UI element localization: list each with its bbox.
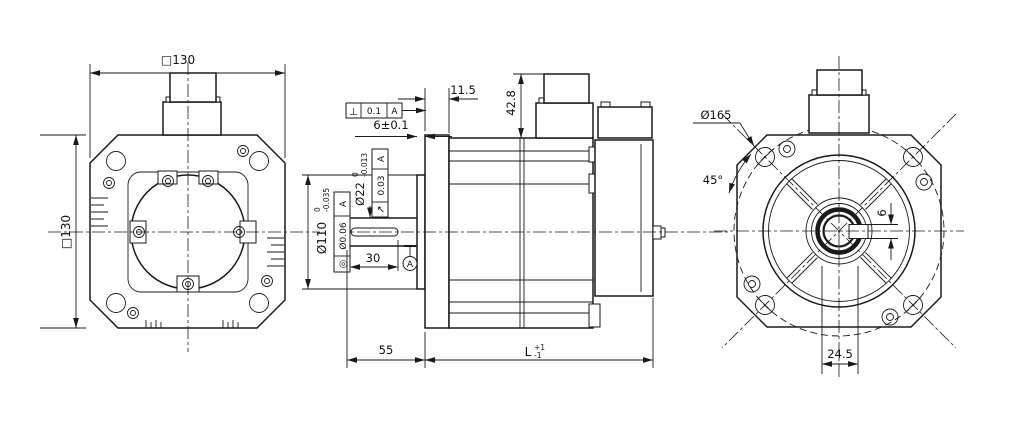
dim-connector-height: 42.8 (504, 90, 518, 116)
rear-shaft-stub-cap (660, 227, 666, 238)
dim-body-length: L (525, 345, 532, 359)
dim-front-height: □130 (59, 215, 73, 249)
datum-flag-a: A (402, 245, 418, 271)
side-flange (424, 134, 450, 329)
dim-mount-hole-angle: 45° (703, 173, 723, 187)
side-connector-encoder (597, 101, 653, 139)
body-lines (449, 150, 593, 314)
front-fins-right (267, 237, 284, 267)
front-connector (162, 72, 222, 136)
concentricity-tolerance: Ø0.06 (338, 222, 349, 249)
runout-symbol: ↗ (376, 205, 387, 213)
dim-key-length: 30 (366, 251, 381, 265)
encoder-housing (594, 139, 654, 297)
front-corner-hole (249, 293, 269, 313)
front-corner-hole (106, 293, 126, 313)
body-rear-tab (588, 303, 601, 328)
front-flange-outline (89, 134, 286, 329)
rear-view (714, 56, 964, 378)
rear-ribs (786, 178, 892, 284)
front-corner-hole (249, 151, 269, 171)
front-tab (198, 170, 219, 185)
perpendicularity-tolerance: 0.1 (367, 107, 381, 117)
side-dimensions: ⊥ 0.1 A 11.5 6±0.1 42.8 Ø110 0 -0.035 (302, 73, 654, 368)
side-connector-main (535, 73, 594, 139)
dim-shaft-extension: 55 (379, 343, 394, 357)
rear-dimensions: Ø165 45° 6 24.5 (693, 108, 898, 374)
dim-shaft-dia: Ø22 (353, 182, 367, 206)
side-view: A (335, 73, 728, 329)
dim-spigot-dia: Ø110 (315, 222, 329, 254)
dim-keyway-span: 24.5 (827, 347, 853, 361)
perpendicularity-symbol: ⊥ (349, 107, 358, 118)
front-fins-bottom (145, 320, 239, 328)
body-seam (519, 138, 525, 328)
front-view (48, 62, 320, 352)
front-tapped-holes (103, 145, 273, 319)
dim-flange-thickness: 11.5 (450, 83, 476, 97)
front-fins-left (91, 197, 108, 227)
front-dimensions: □130 □130 (40, 53, 286, 329)
rear-tapped-holes (743, 140, 933, 326)
datum-label: A (407, 260, 414, 270)
front-cover-screws (133, 175, 245, 290)
dim-bolt-circle: Ø165 (700, 108, 731, 122)
fcf-perpendicularity: ⊥ 0.1 A (345, 102, 426, 119)
dim-spigot-depth: 6±0.1 (373, 118, 408, 132)
motor-body (448, 137, 594, 329)
dim-body-length-plus: +1 (534, 343, 545, 352)
runout-tolerance: 0.03 (377, 175, 387, 195)
fcf-circular-runout: ↗ 0.03 A (371, 148, 389, 218)
dim-keyway-width: 6 (875, 209, 889, 216)
dim-shaft-dia-upper: 0 (351, 172, 360, 177)
concentricity-symbol: ◎ (338, 260, 349, 269)
fcf-concentricity: ◎ Ø0.06 A (333, 191, 351, 273)
rear-keyway (848, 224, 869, 239)
rear-centerline-diag (721, 113, 957, 349)
dim-body-length-minus: -1 (534, 351, 542, 360)
front-tab (157, 170, 178, 185)
concentricity-datum: A (339, 200, 349, 207)
dim-front-width: □130 (161, 53, 195, 67)
dim-shaft-dia-lower: -0.013 (360, 153, 369, 177)
perpendicularity-datum: A (391, 107, 398, 117)
dim-spigot-dia-lower: -0.035 (322, 188, 331, 212)
runout-datum: A (377, 155, 387, 162)
front-corner-hole (106, 151, 126, 171)
dim-spigot-dia-upper: 0 (313, 207, 322, 212)
rear-shaft-stub (652, 225, 662, 240)
